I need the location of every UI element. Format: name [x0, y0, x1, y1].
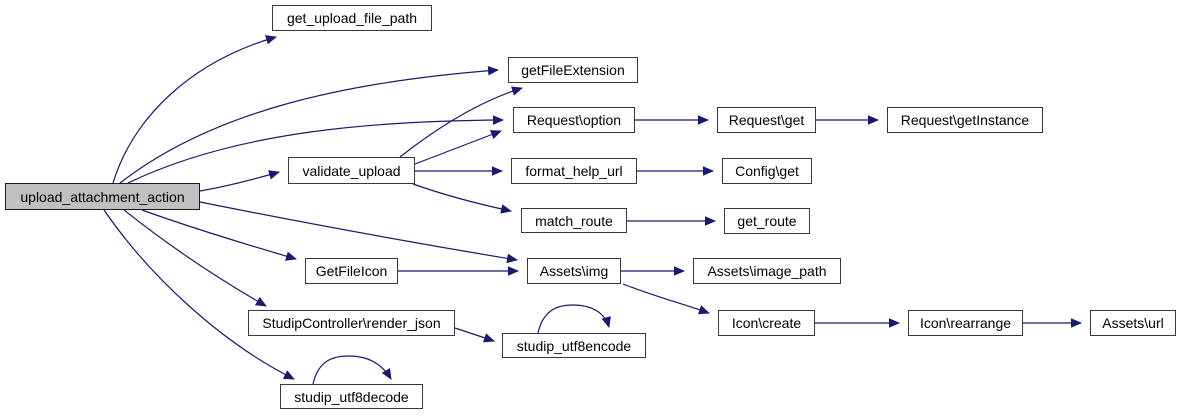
- node-match_route[interactable]: match_route: [521, 208, 627, 233]
- node-get_upload_file_path[interactable]: get_upload_file_path: [272, 5, 432, 31]
- node-Assets-image_path[interactable]: Assets\image_path: [693, 258, 841, 284]
- node-Request-option[interactable]: Request\option: [513, 107, 635, 133]
- edge-validate_upload-match_route: [412, 183, 512, 214]
- edge-uaa-studip_utf8decode: [103, 209, 295, 380]
- edge-StudipController-render_json-studip_utf8encode: [454, 327, 495, 343]
- node-format_help_url[interactable]: format_help_url: [511, 158, 637, 184]
- edge-uaa-Assets-img: [199, 201, 518, 264]
- node-Icon-rearrange[interactable]: Icon\rearrange: [908, 310, 1023, 336]
- node-getFileExtension[interactable]: getFileExtension: [508, 57, 638, 83]
- edge-studip_utf8decode-self-loop: [312, 355, 392, 385]
- node-upload_attachment_action: upload_attachment_action: [5, 183, 200, 210]
- edge-uaa-get_upload_file_path: [112, 35, 277, 184]
- node-Request-getInstance[interactable]: Request\getInstance: [887, 107, 1043, 133]
- edge-uaa-StudipController-render_json: [123, 209, 267, 307]
- node-StudipController-render_json[interactable]: StudipController\render_json: [248, 310, 455, 336]
- node-Assets-url[interactable]: Assets\url: [1090, 310, 1176, 336]
- node-studip_utf8encode[interactable]: studip_utf8encode: [502, 333, 646, 358]
- node-GetFileIcon[interactable]: GetFileIcon: [305, 258, 398, 284]
- node-Request-get[interactable]: Request\get: [717, 107, 816, 133]
- edge-uaa-getFileExtension: [119, 65, 499, 184]
- edge-studip_utf8encode-self-loop: [537, 304, 611, 334]
- edge-validate_upload-Request-option: [414, 130, 502, 165]
- node-Assets-img[interactable]: Assets\img: [527, 258, 621, 284]
- node-Icon-create[interactable]: Icon\create: [718, 310, 815, 336]
- node-get_route[interactable]: get_route: [724, 208, 810, 234]
- node-Config-get[interactable]: Config\get: [722, 158, 812, 184]
- edge-uaa-GetFileIcon: [141, 209, 297, 261]
- node-studip_utf8decode[interactable]: studip_utf8decode: [280, 384, 423, 409]
- edge-uaa-Request-option: [127, 115, 504, 184]
- edge-validate_upload-getFileExtension: [399, 86, 523, 158]
- edge-uaa-validate_upload: [199, 170, 280, 192]
- node-validate_upload[interactable]: validate_upload: [288, 157, 415, 184]
- edge-Assets-img-Icon-create: [622, 283, 710, 315]
